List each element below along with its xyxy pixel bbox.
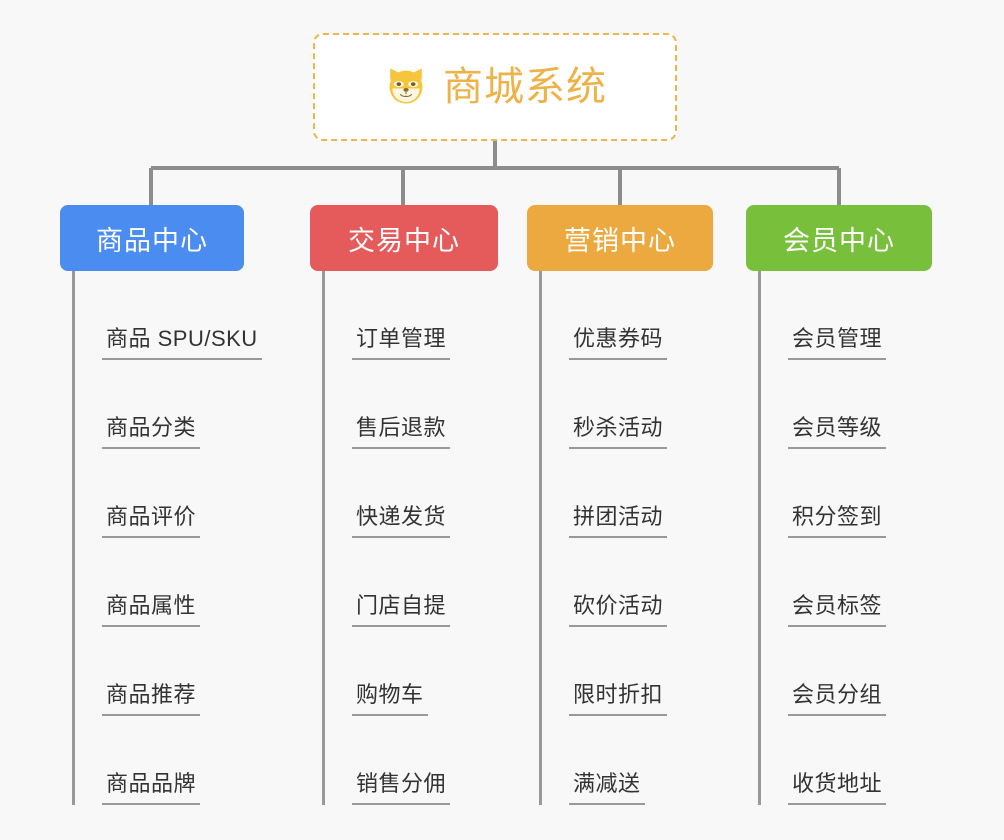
list-item[interactable]: 门店自提 [323,538,530,627]
branch-header-trade-center[interactable]: 交易中心 [310,205,498,271]
list-item-label: 商品属性 [102,595,201,627]
branch-header-marketing-center[interactable]: 营销中心 [527,205,713,271]
list-item-label: 限时折扣 [569,684,668,716]
list-item[interactable]: 商品评价 [73,449,280,538]
list-item-label: 购物车 [352,684,428,716]
list-item[interactable]: 快递发货 [323,449,530,538]
list-item[interactable]: 会员分组 [759,627,966,716]
list-item[interactable]: 商品品牌 [73,716,280,805]
branch-items-member-center: 会员管理 会员等级 积分签到 会员标签 会员分组 收货地址 [746,271,966,805]
list-item-label: 会员等级 [788,417,887,449]
list-item[interactable]: 订单管理 [323,271,530,360]
page-title: 商城系统 [443,65,607,109]
list-item-label: 秒杀活动 [569,417,668,449]
list-item[interactable]: 商品 SPU/SKU [73,271,280,360]
list-item[interactable]: 商品属性 [73,538,280,627]
list-item-label: 积分签到 [788,506,887,538]
list-item[interactable]: 会员管理 [759,271,966,360]
list-item-label: 收货地址 [788,773,887,805]
branch-items-product-center: 商品 SPU/SKU 商品分类 商品评价 商品属性 商品推荐 商品品牌 [60,271,280,805]
root-node[interactable]: 商城系统 [313,33,677,141]
list-item-label: 商品评价 [102,506,201,538]
branch-header-label: 交易中心 [348,225,460,256]
list-item[interactable]: 销售分佣 [323,716,530,805]
list-item-label: 快递发货 [352,506,451,538]
branch-trade-center: 交易中心 订单管理 售后退款 快递发货 门店自提 购物车 销售分佣 [310,205,530,805]
branch-member-center: 会员中心 会员管理 会员等级 积分签到 会员标签 会员分组 收货地址 [746,205,966,805]
list-item-label: 会员管理 [788,328,887,360]
list-item-label: 售后退款 [352,417,451,449]
list-item-label: 销售分佣 [352,773,451,805]
branch-header-member-center[interactable]: 会员中心 [746,205,932,271]
list-item-label: 会员分组 [788,684,887,716]
branch-items-trade-center: 订单管理 售后退款 快递发货 门店自提 购物车 销售分佣 [310,271,530,805]
list-item-label: 门店自提 [352,595,451,627]
branch-rail [322,271,325,805]
list-item-label: 会员标签 [788,595,887,627]
branch-header-label: 会员中心 [783,225,895,256]
branch-rail [758,271,761,805]
list-item[interactable]: 限时折扣 [540,627,747,716]
list-item-label: 商品分类 [102,417,201,449]
branch-header-label: 商品中心 [96,225,208,256]
list-item[interactable]: 商品分类 [73,360,280,449]
list-item[interactable]: 购物车 [323,627,530,716]
branch-header-product-center[interactable]: 商品中心 [60,205,244,271]
list-item-label: 砍价活动 [569,595,668,627]
list-item[interactable]: 会员等级 [759,360,966,449]
list-item[interactable]: 砍价活动 [540,538,747,627]
branch-header-label: 营销中心 [564,225,676,256]
list-item-label: 订单管理 [352,328,451,360]
list-item[interactable]: 会员标签 [759,538,966,627]
list-item-label: 商品推荐 [102,684,201,716]
list-item-label: 满减送 [569,773,645,805]
list-item-label: 拼团活动 [569,506,668,538]
list-item[interactable]: 拼团活动 [540,449,747,538]
dog-face-icon [383,64,429,110]
list-item[interactable]: 售后退款 [323,360,530,449]
branch-items-marketing-center: 优惠券码 秒杀活动 拼团活动 砍价活动 限时折扣 满减送 [527,271,747,805]
list-item[interactable]: 满减送 [540,716,747,805]
branch-rail [539,271,542,805]
list-item[interactable]: 商品推荐 [73,627,280,716]
branch-rail [72,271,75,805]
list-item[interactable]: 秒杀活动 [540,360,747,449]
list-item[interactable]: 积分签到 [759,449,966,538]
list-item[interactable]: 收货地址 [759,716,966,805]
list-item-label: 商品品牌 [102,773,201,805]
branch-product-center: 商品中心 商品 SPU/SKU 商品分类 商品评价 商品属性 商品推荐 商品品牌 [60,205,280,805]
list-item-label: 优惠券码 [569,328,668,360]
list-item-label: 商品 SPU/SKU [102,328,262,360]
list-item[interactable]: 优惠券码 [540,271,747,360]
branch-marketing-center: 营销中心 优惠券码 秒杀活动 拼团活动 砍价活动 限时折扣 满减送 [527,205,747,805]
